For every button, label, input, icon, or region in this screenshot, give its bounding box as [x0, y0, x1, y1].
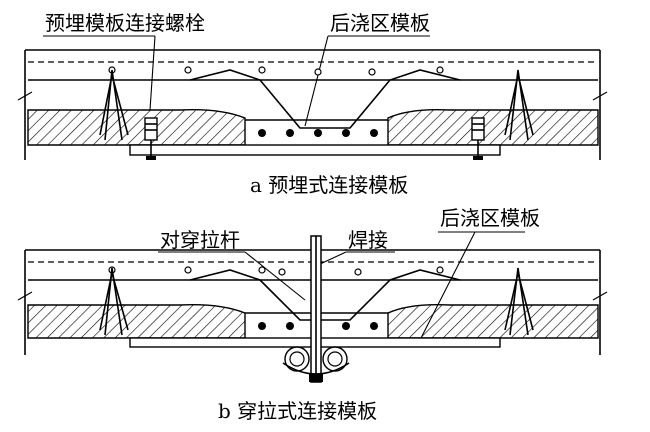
- precast-panel-left-a: [27, 109, 246, 146]
- break-mark-left-b: [17, 291, 33, 301]
- truss-bar-right-a: [504, 69, 534, 141]
- break-mark-left-a: [17, 91, 33, 101]
- precast-panel-right-a: [387, 108, 599, 146]
- caption-a: a 预埋式连接模板: [250, 173, 408, 197]
- caption-b: b 穿拉式连接模板: [218, 399, 377, 423]
- leader-rod: [244, 251, 306, 301]
- label-post-pour-formwork-a: 后浇区模板: [330, 11, 430, 35]
- bent-rebar-a: [189, 69, 461, 129]
- label-through-rod: 对穿拉杆: [160, 228, 240, 252]
- precast-panel-right-b: [387, 303, 599, 339]
- truss-bar-left-b: [99, 267, 129, 336]
- break-mark-right-b: [592, 291, 608, 301]
- leader-bolt: [149, 35, 156, 111]
- truss-bar-left-a: [99, 69, 129, 141]
- diagram-a: 预埋模板连接螺栓 后浇区模板: [17, 11, 608, 197]
- leader-weld: [317, 251, 347, 266]
- truss-bar-right-b: [504, 267, 534, 336]
- break-mark-right-a: [592, 91, 608, 101]
- bent-rebar-b: [189, 269, 461, 321]
- label-embedded-bolt: 预埋模板连接螺栓: [45, 11, 205, 35]
- embedded-bolt-right: [471, 117, 485, 160]
- diagram-b: 对穿拉杆 焊接 后浇区模板: [17, 206, 608, 423]
- leader-formwork-a: [304, 35, 329, 127]
- label-post-pour-formwork-b: 后浇区模板: [440, 206, 540, 230]
- steel-pipes: [282, 346, 350, 375]
- label-weld: 焊接: [348, 228, 388, 252]
- post-pour-formwork-a: [129, 144, 501, 156]
- embedded-bolt-left: [144, 117, 158, 160]
- precast-panel-left-b: [27, 304, 246, 339]
- through-tie-rod: [309, 235, 323, 383]
